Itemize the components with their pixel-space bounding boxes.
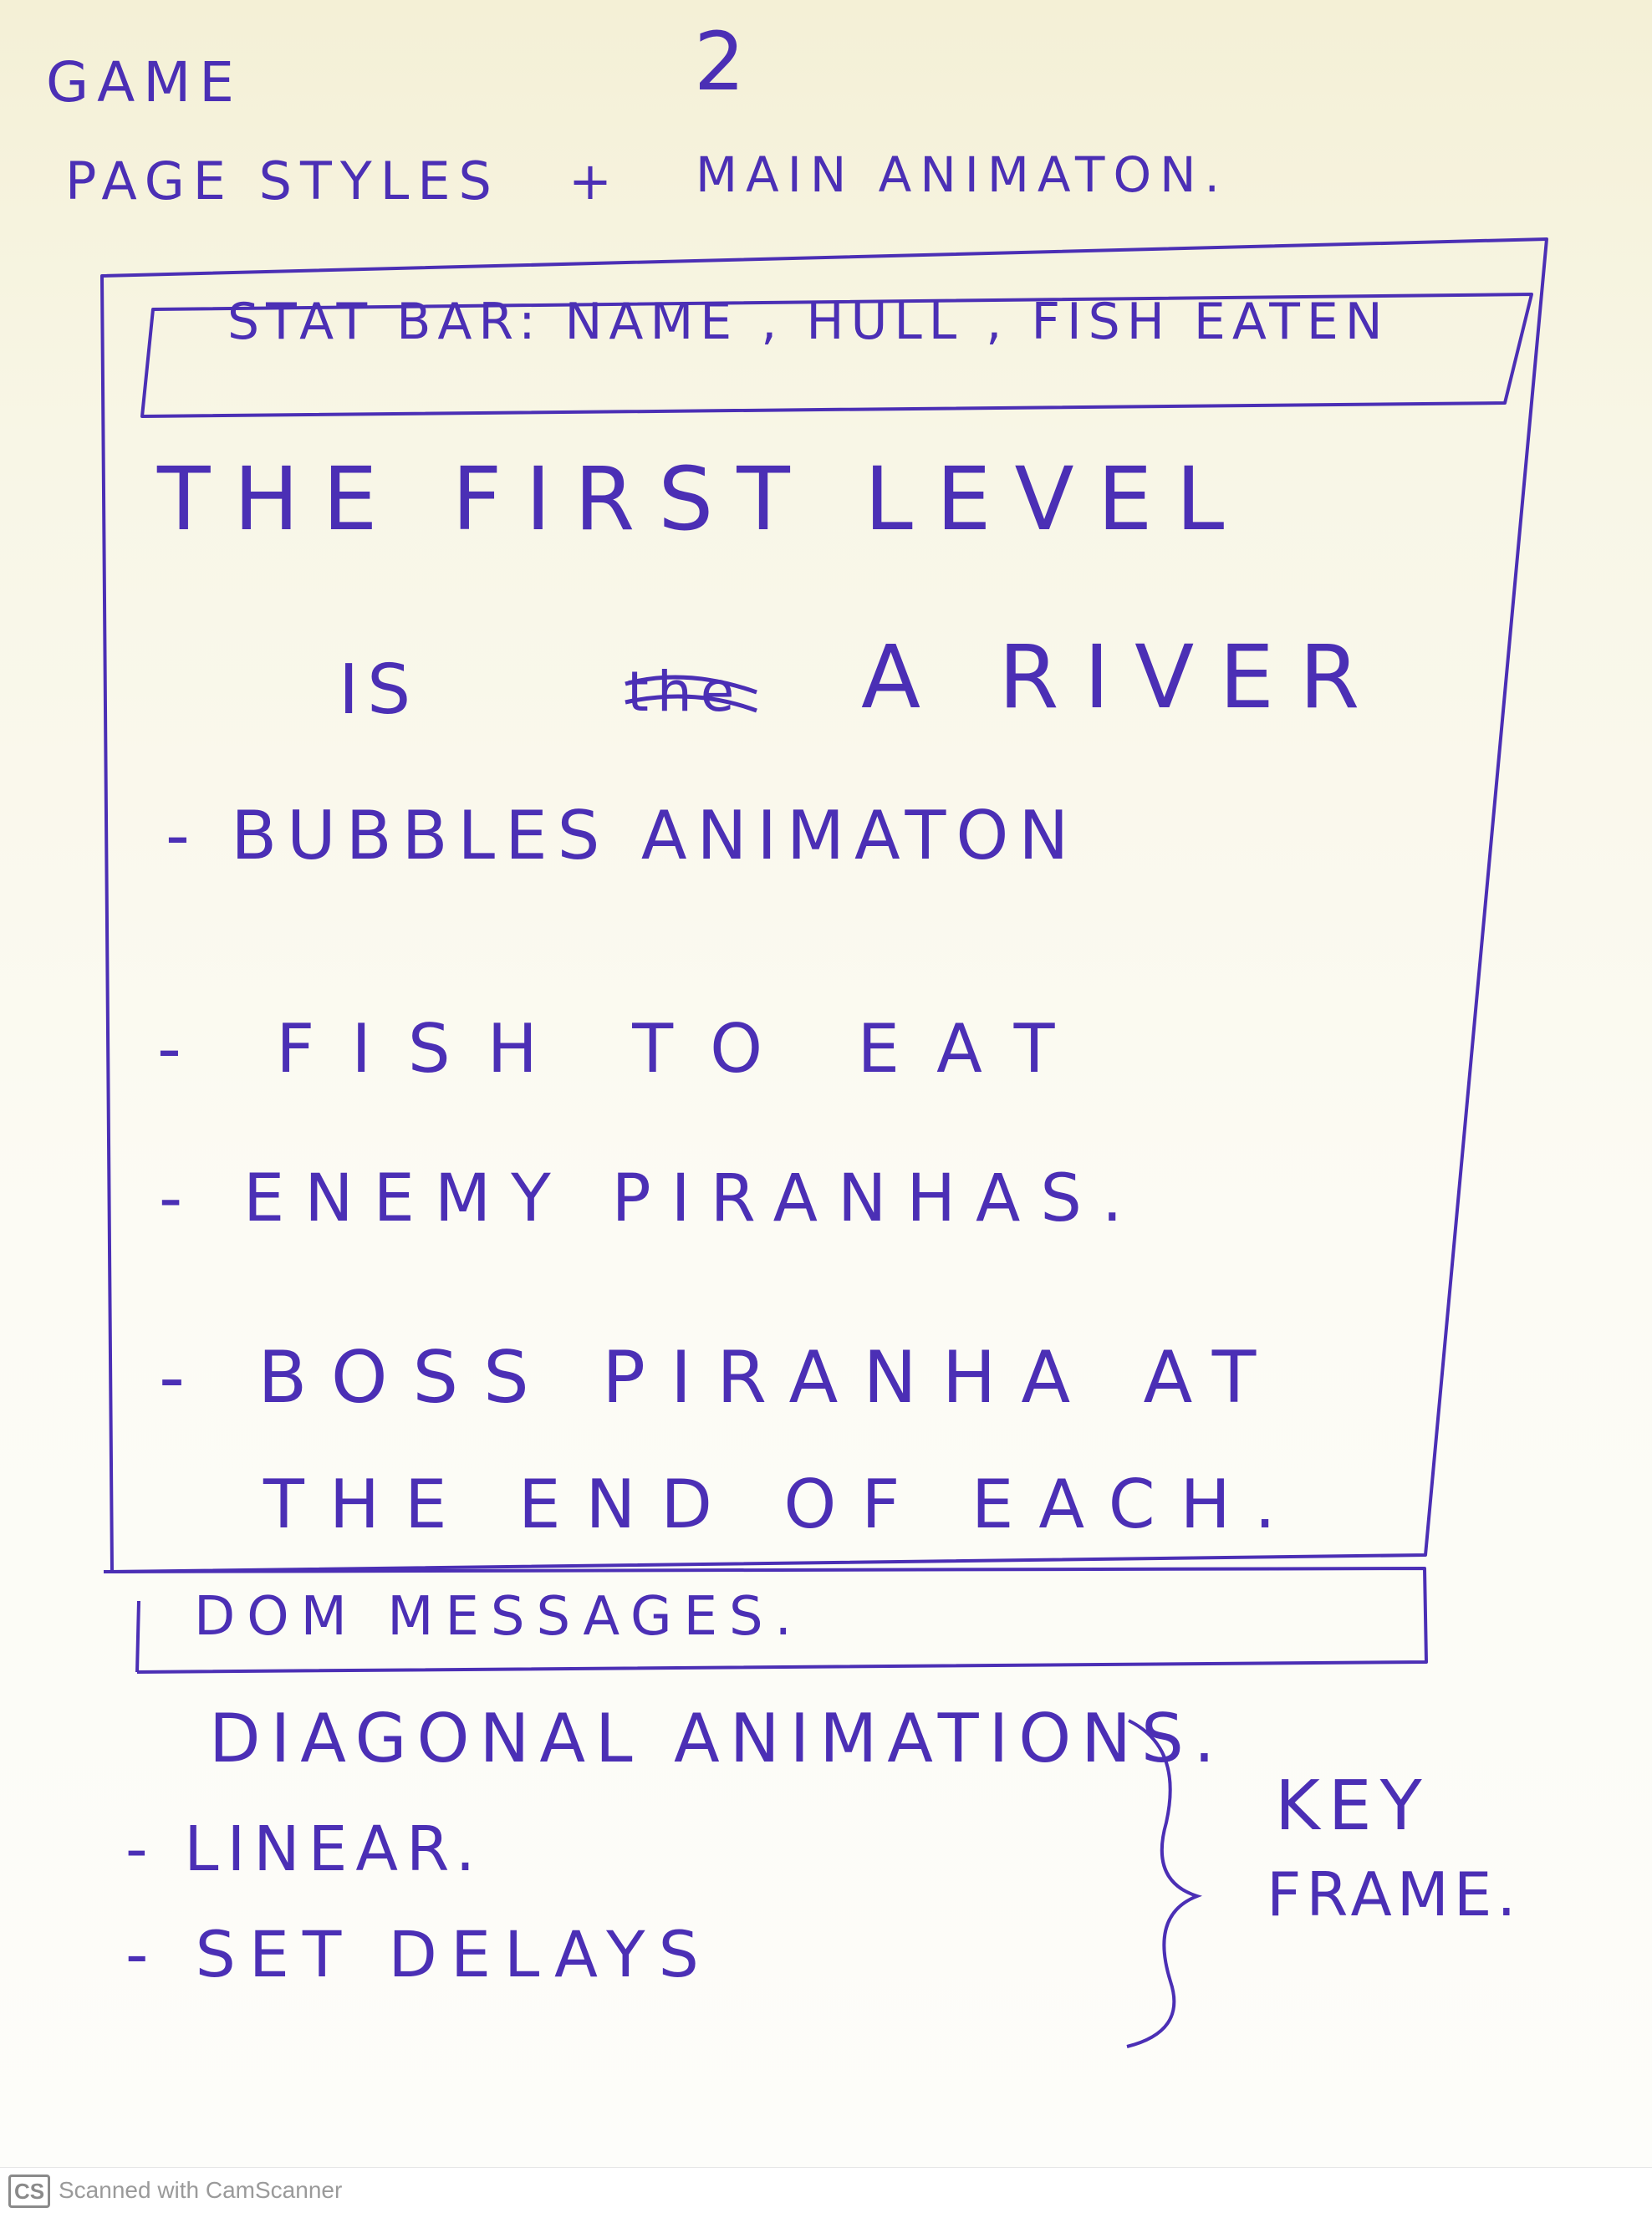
notes-item-linear: - LINEAR. xyxy=(125,1813,484,1885)
camscanner-logo-icon: CS xyxy=(8,2175,50,2208)
page-number: 2 xyxy=(694,15,754,109)
level-line-2-is: IS xyxy=(339,650,420,730)
dom-messages-text: DOM MESSAGES. xyxy=(194,1586,803,1648)
side-note-frame: FRAME. xyxy=(1267,1859,1522,1930)
heading-line-2-left: PAGE STYLES xyxy=(65,150,500,212)
bullet-boss: - BOSS PIRANHA AT xyxy=(159,1336,1282,1420)
curly-brace xyxy=(1126,1719,1203,2048)
heading-line-1: GAME xyxy=(46,50,242,115)
strikethrough-mark xyxy=(625,675,757,713)
level-line-2-rest: A RIVER xyxy=(861,626,1385,728)
heading-line-2-right: MAIN ANIMATON. xyxy=(696,146,1228,203)
level-line-1: THE FIRST LEVEL xyxy=(157,448,1248,550)
scanner-footer xyxy=(0,2167,1652,2223)
notes-title: DIAGONAL ANIMATIONS. xyxy=(209,1700,1226,1777)
scanner-label: Scanned with CamScanner xyxy=(59,2177,343,2203)
stat-bar-text: STAT BAR: NAME , HULL , FISH EATEN xyxy=(227,293,1389,351)
bullet-bubbles: - BUBBLES ANIMATON xyxy=(166,797,1079,874)
wireframe-box xyxy=(100,237,1548,1573)
bullet-enemies: - ENEMY PIRANHAS. xyxy=(159,1161,1143,1236)
stat-bar-box xyxy=(140,293,1533,418)
boss-continuation: THE END OF EACH. xyxy=(263,1466,1301,1543)
heading-plus: + xyxy=(569,150,620,212)
dom-messages-box xyxy=(103,1567,1428,1674)
notes-item-delays: - SET DELAYS xyxy=(125,1917,712,1991)
side-note-key: KEY xyxy=(1275,1767,1430,1846)
bullet-fish: - FISH TO EAT xyxy=(157,1010,1092,1088)
level-line-2-crossed: the xyxy=(627,660,743,724)
